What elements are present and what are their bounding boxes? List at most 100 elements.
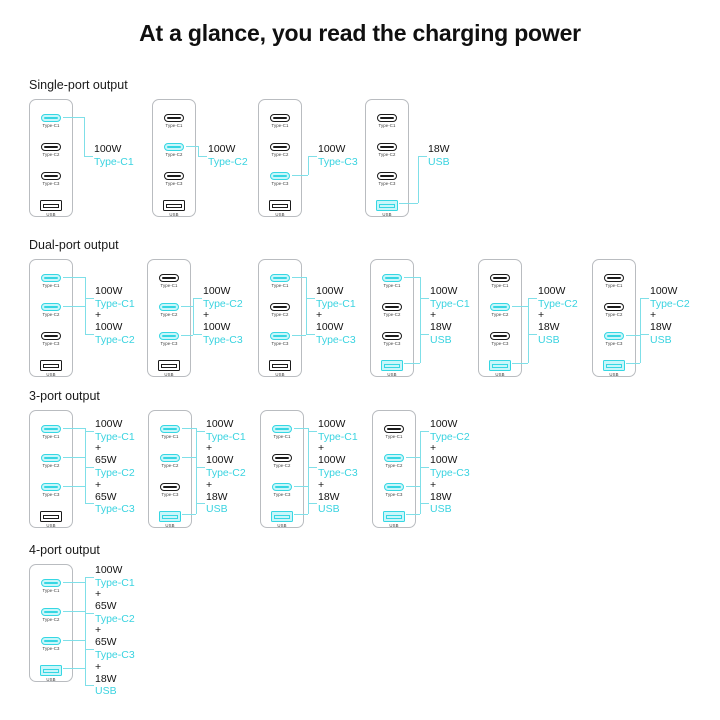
leader-line bbox=[406, 486, 420, 487]
port-c1[interactable]: Type-C1 bbox=[269, 114, 291, 128]
usb-c-port-icon bbox=[270, 172, 290, 180]
spec-wattage: 100W bbox=[318, 143, 346, 156]
leader-line-bus bbox=[420, 277, 421, 363]
port-usb[interactable]: USB bbox=[40, 200, 62, 217]
port-c1[interactable]: Type-C1 bbox=[383, 425, 405, 439]
spec-port-name: Type-C1 bbox=[95, 576, 135, 589]
port-usb[interactable]: USB bbox=[163, 200, 185, 217]
section-heading: 3-port output bbox=[29, 389, 100, 403]
spec-wattage: 18W bbox=[430, 321, 452, 334]
usb-c-port-icon bbox=[41, 332, 61, 340]
spec-port-name: Type-C3 bbox=[95, 503, 135, 516]
port-c3-active[interactable]: Type-C3 bbox=[269, 332, 291, 346]
port-c3-active[interactable]: Type-C3 bbox=[158, 332, 180, 346]
port-c3[interactable]: Type-C3 bbox=[40, 172, 62, 186]
port-label-c3: Type-C3 bbox=[161, 491, 179, 497]
spec-wattage: 100W bbox=[318, 454, 346, 467]
port-c1-active[interactable]: Type-C1 bbox=[269, 274, 291, 288]
port-label-usb: USB bbox=[389, 523, 399, 528]
port-c2-active[interactable]: Type-C2 bbox=[159, 454, 181, 468]
port-c3[interactable]: Type-C3 bbox=[376, 172, 398, 186]
port-c2[interactable]: Type-C2 bbox=[603, 303, 625, 317]
port-usb-active[interactable]: USB bbox=[383, 511, 405, 528]
port-c2[interactable]: Type-C2 bbox=[381, 303, 403, 317]
leader-line-tip bbox=[308, 156, 317, 157]
port-c2-active[interactable]: Type-C2 bbox=[383, 454, 405, 468]
port-c2[interactable]: Type-C2 bbox=[269, 303, 291, 317]
port-usb-active[interactable]: USB bbox=[489, 360, 511, 377]
port-usb-active[interactable]: USB bbox=[603, 360, 625, 377]
port-usb[interactable]: USB bbox=[269, 200, 291, 217]
port-c1-active[interactable]: Type-C1 bbox=[40, 274, 62, 288]
port-c1[interactable]: Type-C1 bbox=[489, 274, 511, 288]
leader-line bbox=[292, 277, 306, 278]
port-c3[interactable]: Type-C3 bbox=[381, 332, 403, 346]
port-c1[interactable]: Type-C1 bbox=[376, 114, 398, 128]
port-label-usb: USB bbox=[275, 372, 285, 377]
port-usb[interactable]: USB bbox=[269, 360, 291, 377]
port-usb[interactable]: USB bbox=[40, 511, 62, 528]
leader-line bbox=[181, 306, 193, 307]
port-usb[interactable]: USB bbox=[40, 360, 62, 377]
port-usb[interactable]: USB bbox=[158, 360, 180, 377]
port-c2-active[interactable]: Type-C2 bbox=[40, 608, 62, 622]
port-c1-active[interactable]: Type-C1 bbox=[381, 274, 403, 288]
port-c2[interactable]: Type-C2 bbox=[40, 143, 62, 157]
spec-separator: + bbox=[538, 309, 545, 322]
port-c3-active[interactable]: Type-C3 bbox=[40, 483, 62, 497]
leader-line bbox=[182, 514, 196, 515]
spec-separator: + bbox=[95, 442, 102, 455]
port-c1-active[interactable]: Type-C1 bbox=[40, 425, 62, 439]
port-c2-active[interactable]: Type-C2 bbox=[40, 303, 62, 317]
port-c3-active[interactable]: Type-C3 bbox=[269, 172, 291, 186]
leader-line-tip bbox=[196, 467, 205, 468]
port-c3-active[interactable]: Type-C3 bbox=[603, 332, 625, 346]
port-label-c2: Type-C2 bbox=[378, 151, 396, 157]
leader-line-bus bbox=[306, 277, 307, 335]
usb-c-port-icon bbox=[41, 114, 61, 122]
spec-port-name: Type-C1 bbox=[316, 297, 356, 310]
port-usb-active[interactable]: USB bbox=[271, 511, 293, 528]
port-c2-active[interactable]: Type-C2 bbox=[163, 143, 185, 157]
port-c2-active[interactable]: Type-C2 bbox=[158, 303, 180, 317]
port-c3-active[interactable]: Type-C3 bbox=[383, 483, 405, 497]
port-c3[interactable]: Type-C3 bbox=[163, 172, 185, 186]
port-c3[interactable]: Type-C3 bbox=[40, 332, 62, 346]
leader-line-tip bbox=[85, 467, 94, 468]
port-c1[interactable]: Type-C1 bbox=[603, 274, 625, 288]
port-usb-active[interactable]: USB bbox=[40, 665, 62, 682]
port-c2[interactable]: Type-C2 bbox=[376, 143, 398, 157]
port-c1-active[interactable]: Type-C1 bbox=[159, 425, 181, 439]
port-c3-active[interactable]: Type-C3 bbox=[40, 637, 62, 651]
port-c1[interactable]: Type-C1 bbox=[163, 114, 185, 128]
port-c2-active[interactable]: Type-C2 bbox=[40, 454, 62, 468]
port-c2-active[interactable]: Type-C2 bbox=[489, 303, 511, 317]
port-usb-active[interactable]: USB bbox=[381, 360, 403, 377]
port-label-usb: USB bbox=[46, 677, 56, 682]
port-c3[interactable]: Type-C3 bbox=[159, 483, 181, 497]
port-usb-active[interactable]: USB bbox=[159, 511, 181, 528]
port-c3[interactable]: Type-C3 bbox=[489, 332, 511, 346]
usb-a-port-icon bbox=[376, 200, 398, 211]
port-c2[interactable]: Type-C2 bbox=[269, 143, 291, 157]
port-usb-active[interactable]: USB bbox=[376, 200, 398, 217]
spec-port-name: USB bbox=[430, 503, 452, 516]
port-c1-active[interactable]: Type-C1 bbox=[40, 114, 62, 128]
usb-c-port-icon bbox=[377, 114, 397, 122]
port-c1-active[interactable]: Type-C1 bbox=[40, 579, 62, 593]
spec-port-name: Type-C1 bbox=[318, 430, 358, 443]
port-c1-active[interactable]: Type-C1 bbox=[271, 425, 293, 439]
spec-port-name: Type-C3 bbox=[318, 155, 358, 168]
usb-c-port-icon bbox=[159, 274, 179, 282]
port-c2[interactable]: Type-C2 bbox=[271, 454, 293, 468]
port-c1[interactable]: Type-C1 bbox=[158, 274, 180, 288]
usb-a-port-icon bbox=[271, 511, 293, 522]
port-c3-active[interactable]: Type-C3 bbox=[271, 483, 293, 497]
